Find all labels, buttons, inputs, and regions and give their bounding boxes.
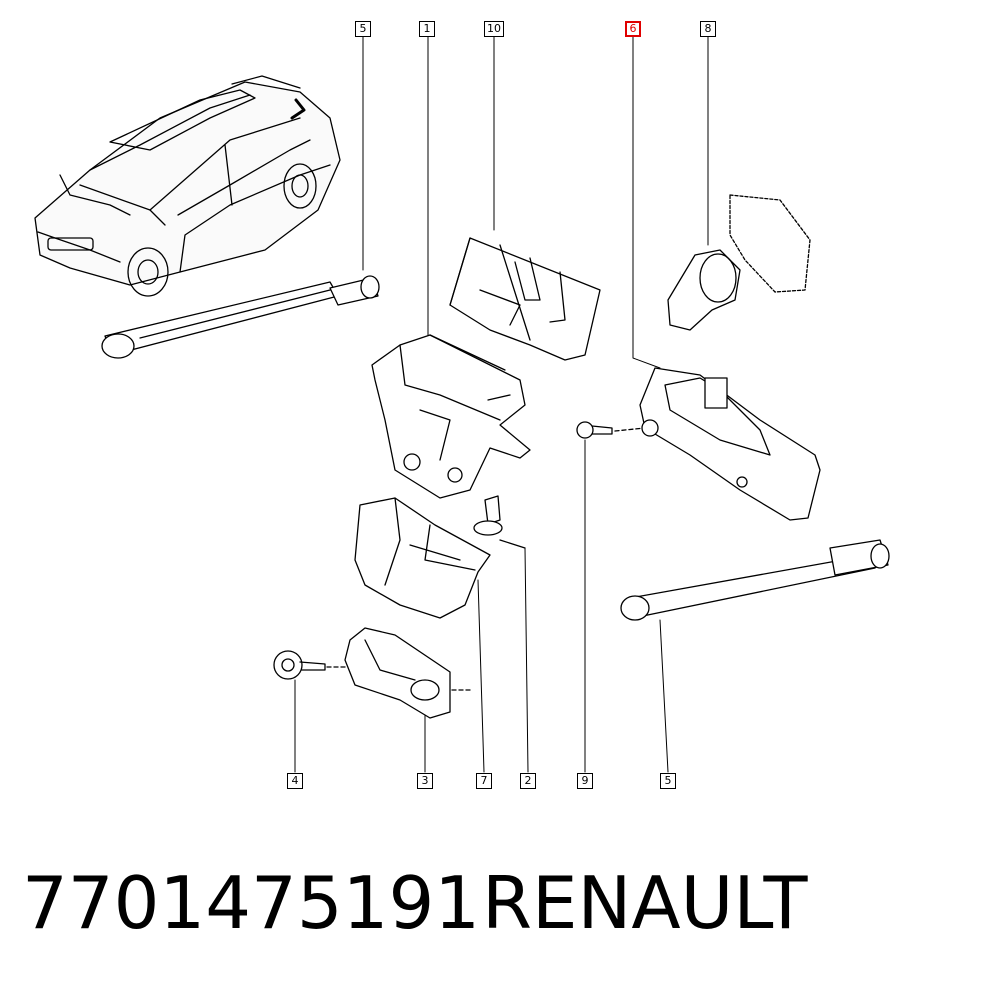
callout-10: 10 — [484, 21, 504, 37]
part-number: 7701475191 — [22, 861, 481, 945]
callout-6-highlighted: 6 — [625, 21, 641, 37]
brand-name: RENAULT — [482, 861, 808, 945]
callout-1: 1 — [419, 21, 435, 37]
callout-8: 8 — [700, 21, 716, 37]
leader-lines — [294, 36, 709, 773]
switch-part — [667, 194, 811, 331]
car-illustration — [34, 75, 341, 297]
callout-3: 3 — [417, 773, 433, 789]
callout-7: 7 — [476, 773, 492, 789]
handle-housing — [639, 367, 821, 521]
callout-5-bottom: 5 — [660, 773, 676, 789]
callout-5-top: 5 — [355, 21, 371, 37]
bracket-part — [354, 497, 491, 619]
callout-4: 4 — [287, 773, 303, 789]
gas-strut-right — [620, 539, 890, 621]
screw-right — [576, 421, 646, 439]
striker-part — [473, 495, 526, 549]
gas-strut-left — [101, 275, 380, 359]
handle-plate — [344, 627, 471, 719]
lock-mechanism — [371, 334, 531, 499]
callout-2: 2 — [520, 773, 536, 789]
parts-diagram — [34, 36, 890, 773]
callout-9: 9 — [577, 773, 593, 789]
screw-left — [273, 650, 346, 680]
cover-part — [449, 237, 601, 361]
